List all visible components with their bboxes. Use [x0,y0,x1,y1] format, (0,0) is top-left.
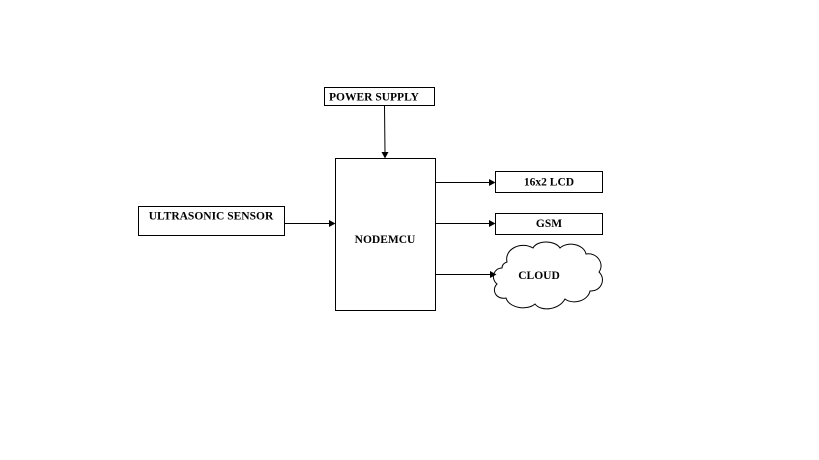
connector-nodemcu-to-cloud [436,271,497,278]
cloud-shape [492,241,603,310]
ultrasonic-sensor-node: ULTRASONIC SENSOR [138,206,285,236]
power-supply-label: POWER SUPPLY [329,92,420,104]
lcd-node: 16x2 LCD [495,171,603,193]
nodemcu-label: NODEMCU [355,234,416,246]
ultrasonic-sensor-label: ULTRASONIC SENSOR [149,211,274,223]
gsm-label: GSM [536,218,562,230]
cloud-node: CLOUD [492,241,603,310]
connector-power-supply-to-nodemcu [381,105,389,159]
nodemcu-node: NODEMCU [335,158,436,311]
connector-ultrasonic-to-nodemcu [285,220,336,227]
gsm-node: GSM [495,213,603,235]
lcd-label: 16x2 LCD [524,177,574,189]
connector-nodemcu-to-gsm [436,220,496,227]
connector-nodemcu-to-lcd [436,179,496,186]
power-supply-node: POWER SUPPLY [324,87,435,106]
cloud-label: CLOUD [518,270,560,282]
